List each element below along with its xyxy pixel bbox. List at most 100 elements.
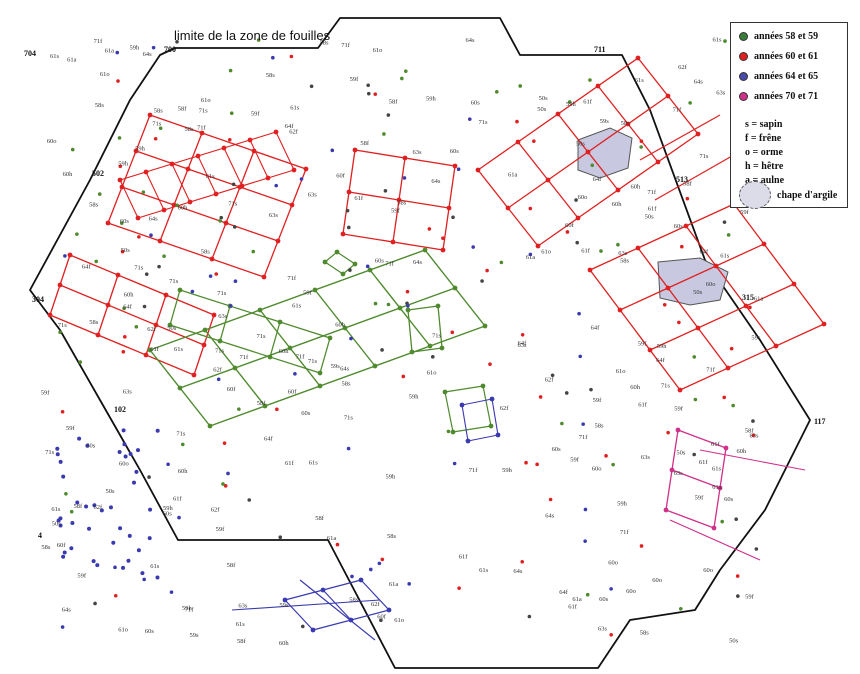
post-dot <box>149 233 153 238</box>
post-label: 58f <box>683 181 693 188</box>
post-label: 64s <box>466 37 476 44</box>
post-dot <box>550 373 555 378</box>
post-label: 58s <box>266 72 276 79</box>
post-label: 71s <box>199 107 209 114</box>
post-dot <box>185 166 191 172</box>
post-dot <box>187 199 193 205</box>
post-dot <box>289 54 294 59</box>
post-dot <box>303 166 309 172</box>
post-dot <box>352 261 358 267</box>
post-dot <box>565 230 570 234</box>
post-dot <box>735 574 740 578</box>
post-label: 71s <box>308 358 318 365</box>
structure-line <box>411 347 443 353</box>
legend-key: a = aulne <box>745 175 785 186</box>
post-dot <box>265 175 271 181</box>
post-label: 61s <box>50 53 60 60</box>
post-dot <box>524 460 528 465</box>
post-label: 63s <box>123 388 133 395</box>
post-dot <box>527 614 532 619</box>
structure-line <box>171 163 191 203</box>
post-dot <box>223 484 228 488</box>
post-dot <box>228 68 233 73</box>
post-dot <box>761 241 767 247</box>
post-dot <box>247 498 252 502</box>
post-dot <box>723 445 729 451</box>
structure-line <box>269 321 281 358</box>
post-dot <box>177 385 183 391</box>
post-dot <box>722 395 727 400</box>
post-label: 60o <box>578 194 588 201</box>
post-dot <box>655 159 661 165</box>
post-dot <box>221 482 225 486</box>
post-dot <box>390 239 396 245</box>
post-label: 59h <box>657 343 668 350</box>
post-dot <box>405 289 410 294</box>
post-label: 60o <box>706 281 716 288</box>
post-label: 61a <box>67 57 77 64</box>
post-dot <box>143 352 149 358</box>
post-dot <box>267 354 273 360</box>
legend-item: années 64 et 65 <box>739 71 818 82</box>
post-dot <box>214 272 219 276</box>
grid-label: 315 <box>742 293 754 302</box>
post-dot <box>199 130 205 136</box>
structure-line <box>677 429 727 449</box>
structure-line <box>679 323 825 391</box>
post-label: 71f <box>240 354 250 361</box>
post-label: 71s <box>432 333 442 340</box>
structure-line <box>284 599 314 631</box>
post-dot <box>275 407 279 412</box>
legend-label: années 60 et 61 <box>754 51 819 62</box>
post-dot <box>91 559 96 564</box>
post-label: 71f <box>579 434 589 441</box>
post-label: 64f <box>591 325 601 332</box>
post-label: 71s <box>215 347 225 354</box>
legend-item: années 60 et 61 <box>739 51 818 62</box>
structure-line <box>121 186 279 242</box>
post-label: 50s <box>645 213 655 220</box>
post-structures <box>49 57 825 641</box>
post-dot <box>134 469 139 474</box>
post-dot <box>677 320 681 325</box>
post-label: 59f <box>638 340 648 347</box>
grid-label: 513 <box>676 175 688 184</box>
post-dot <box>335 542 340 547</box>
post-label: 59f <box>216 526 226 533</box>
post-dot <box>452 285 458 291</box>
post-label: 60o <box>652 577 662 584</box>
post-label: 71s <box>257 333 267 340</box>
post-label: 50s <box>693 289 703 296</box>
post-dot <box>635 245 641 251</box>
post-dot <box>407 582 411 586</box>
post-label: 61s <box>635 77 645 84</box>
post-dot <box>151 45 156 50</box>
post-label: 71f <box>620 529 630 536</box>
post-dot <box>382 132 386 136</box>
post-label: 60s <box>674 223 684 230</box>
post-dot <box>278 535 283 540</box>
post-dot <box>665 93 671 99</box>
post-dot <box>589 387 593 392</box>
post-label: 61s <box>713 37 723 44</box>
post-dot <box>400 76 404 81</box>
post-dot <box>373 92 378 96</box>
post-dot <box>133 148 139 154</box>
post-dot <box>734 517 738 522</box>
post-dot <box>275 238 281 244</box>
post-dot <box>590 163 595 168</box>
post-dot <box>63 254 67 258</box>
post-label: 62f <box>147 326 157 333</box>
post-dot <box>330 148 335 153</box>
post-dot <box>70 147 75 152</box>
post-label: 64s <box>149 215 159 222</box>
post-dot <box>748 305 752 310</box>
post-dot <box>191 372 197 378</box>
legend-dot <box>739 32 748 41</box>
structure-line <box>437 305 443 349</box>
structure-line <box>324 261 344 275</box>
post-label: 60f <box>377 614 387 621</box>
post-dot <box>452 461 457 466</box>
post-dot <box>277 319 283 325</box>
